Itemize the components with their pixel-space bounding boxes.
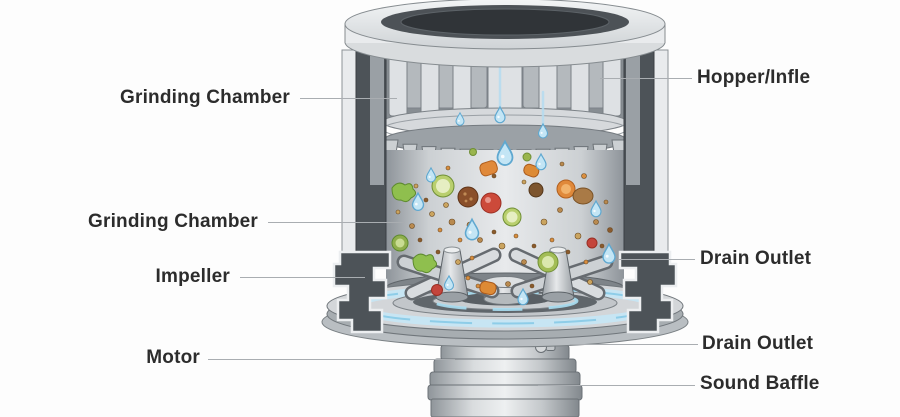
leader-impeller: [240, 277, 365, 278]
food-debris: [391, 148, 613, 296]
label-sound-baffle: Sound Baffle: [700, 373, 820, 394]
label-drain-outlet-upper: Drain Outlet: [700, 248, 812, 269]
leader-motor: [208, 359, 455, 360]
leader-hopper-inlet: [600, 78, 692, 79]
label-grinding-chamber-upper: Grinding Chamber: [120, 87, 290, 108]
label-hopper-inlet: Hopper/Infle: [697, 67, 811, 88]
leader-sound-baffle: [538, 385, 695, 386]
label-drain-outlet-lower: Drain Outlet: [702, 333, 814, 354]
leader-grinding-chamber-upper: [300, 98, 397, 99]
leader-drain-outlet-upper: [618, 259, 695, 260]
housing-cutaway-left: [332, 49, 392, 334]
label-motor: Motor: [146, 347, 200, 368]
water-drops: [411, 60, 616, 306]
leader-grinding-chamber-mid: [268, 222, 405, 223]
housing-cutaway-right: [618, 49, 678, 334]
label-impeller: Impeller: [155, 266, 230, 287]
leader-drain-outlet-lower: [570, 344, 698, 345]
label-grinding-chamber-mid: Grinding Chamber: [88, 211, 258, 232]
sink-flange: [344, 0, 666, 68]
